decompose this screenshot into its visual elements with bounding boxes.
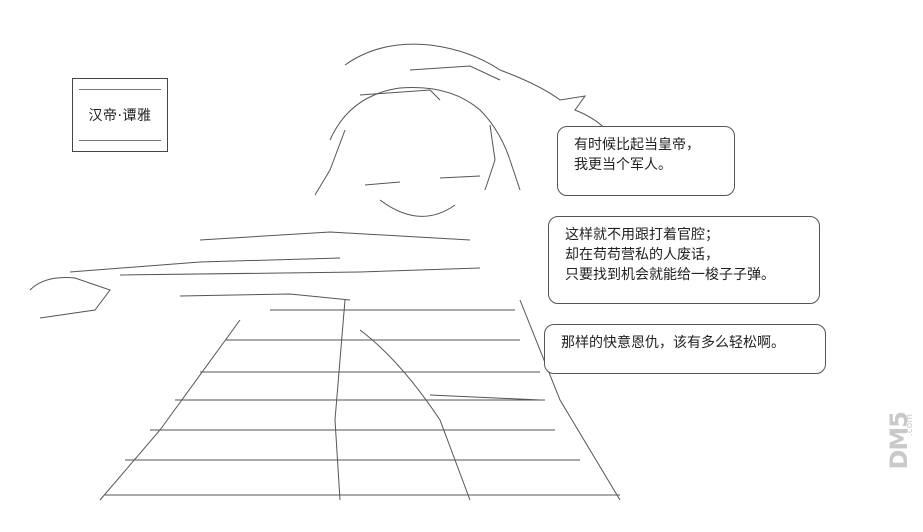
bubble-3-line-1: 那样的快意恩仇，该有多么轻松啊。 bbox=[561, 335, 785, 351]
sleeve-lower bbox=[179, 293, 351, 301]
face-left bbox=[314, 129, 346, 196]
speech-bubble-3: 那样的快意恩仇，该有多么轻松啊。 bbox=[544, 324, 826, 374]
bubble-1-line-2: 我更当个军人。 bbox=[574, 157, 672, 173]
face-right bbox=[484, 124, 496, 191]
coat-button-line bbox=[429, 394, 541, 401]
arm-lower bbox=[69, 257, 341, 273]
head-outline bbox=[329, 87, 521, 191]
bubble-2-line-1: 这样就不用跟打着官腔； bbox=[565, 227, 719, 243]
hair-strand-2 bbox=[409, 65, 501, 81]
coat-fold bbox=[359, 329, 471, 501]
bubble-2-line-3: 只要找到机会就能给一梭子子弹。 bbox=[565, 267, 775, 283]
coat-center bbox=[334, 299, 346, 501]
eye-left bbox=[364, 181, 401, 186]
arm-upper bbox=[199, 231, 471, 241]
watermark-domain: .com bbox=[905, 414, 915, 437]
bubble-1-line-1: 有时候比起当皇帝， bbox=[574, 137, 700, 153]
site-watermark: DM5 .com bbox=[885, 412, 915, 522]
character-name-box: 汉帝·谭雅 bbox=[72, 78, 168, 152]
coat-right-edge bbox=[519, 299, 621, 501]
hair-strand-1 bbox=[359, 89, 441, 101]
speech-bubble-2: 这样就不用跟打着官腔； 却在苟苟营私的人废话， 只要找到机会就能给一梭子子弹。 bbox=[548, 216, 820, 304]
eye-right bbox=[439, 175, 481, 179]
chin bbox=[379, 199, 456, 217]
coat-left-edge bbox=[99, 319, 241, 501]
sleeve bbox=[119, 267, 481, 276]
speech-bubble-1: 有时候比起当皇帝， 我更当个军人。 bbox=[557, 126, 735, 196]
character-name: 汉帝·谭雅 bbox=[88, 108, 152, 124]
bubble-2-line-2: 却在苟苟营私的人废话， bbox=[565, 247, 719, 263]
hand bbox=[29, 277, 111, 319]
hair-outline bbox=[344, 43, 611, 136]
